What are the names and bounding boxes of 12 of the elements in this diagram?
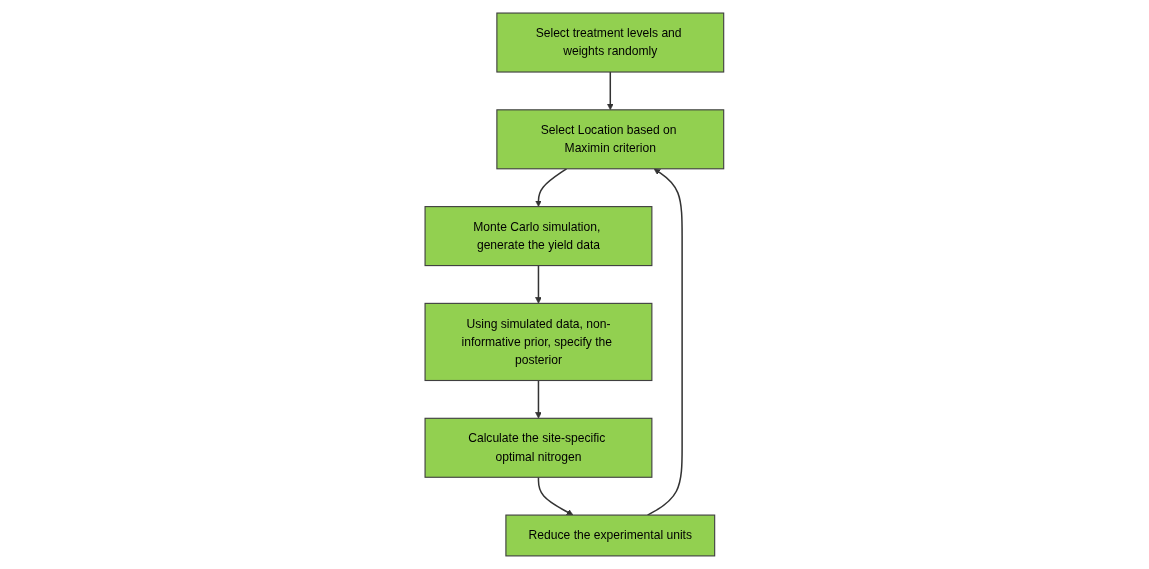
node-box: Select Location based on Maximin criterion [496,109,725,170]
arrow [537,476,574,516]
arrow [607,71,614,111]
node-box: Calculate the site-specific optimal nitrogen [424,417,653,478]
node-box: Reduce the experimental units [505,514,716,557]
node-box: Monte Carlo simulation, generate the yield data [424,206,653,267]
node-box: Select treatment levels and weights randomly [496,12,725,73]
arrow [535,168,568,207]
arrow [646,168,683,516]
node-box: Using simulated data, non-informative prior, specify the posterior [424,302,653,382]
arrow [535,264,542,304]
arrow [535,379,542,419]
